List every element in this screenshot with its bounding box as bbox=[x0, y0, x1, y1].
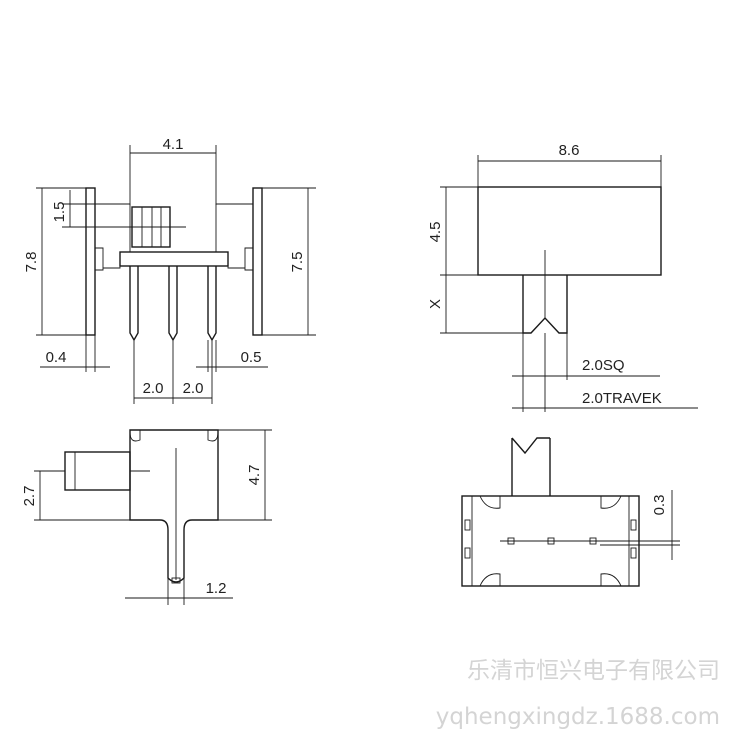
right-frame-notch bbox=[244, 247, 253, 271]
left-frame-notch bbox=[95, 247, 104, 271]
corner-notch bbox=[129, 429, 141, 442]
left-frame-leg bbox=[85, 187, 96, 336]
pin bbox=[168, 266, 178, 342]
pad bbox=[589, 537, 597, 545]
pad bbox=[507, 537, 515, 545]
dim-body-height: 4.5 bbox=[427, 222, 444, 243]
corner-notch bbox=[207, 429, 219, 442]
dim-height-left: 7.8 bbox=[23, 252, 40, 273]
dim-tab-height: 1.5 bbox=[51, 202, 68, 223]
bottom-actuator bbox=[511, 437, 551, 496]
switch-body-outline bbox=[477, 186, 662, 276]
pin-tip bbox=[171, 577, 181, 584]
corner-fillet bbox=[600, 573, 622, 587]
pad bbox=[547, 537, 555, 545]
corner-fillet bbox=[479, 573, 501, 587]
watermark-site: yqhengxingdz.1688.com bbox=[436, 704, 720, 730]
right-frame-leg bbox=[252, 187, 263, 336]
slot bbox=[464, 519, 471, 531]
dim-actuator-square: 2.0SQ bbox=[582, 357, 625, 374]
pin bbox=[129, 266, 139, 342]
dim-side-height: 4.7 bbox=[246, 465, 263, 486]
dim-pin-offset-left: 0.4 bbox=[46, 349, 67, 366]
dim-pin-width: 1.2 bbox=[206, 580, 227, 597]
dim-actuator-x: X bbox=[427, 299, 444, 309]
body-left bbox=[95, 203, 131, 269]
slot bbox=[630, 519, 637, 531]
top-view: 8.6 4.5 X 2.0SQ 2.0TRAVEK bbox=[427, 142, 698, 412]
side-view: 2.7 4.7 1.2 bbox=[21, 429, 272, 605]
slot bbox=[630, 547, 637, 559]
dim-actuator-side: 2.7 bbox=[21, 486, 38, 507]
dim-pitch-a: 2.0 bbox=[143, 380, 164, 397]
front-view: 4.1 7.8 1.5 7.5 0.4 0.5 2.0 2.0 bbox=[23, 136, 316, 404]
slot bbox=[464, 547, 471, 559]
dim-body-length: 8.6 bbox=[559, 142, 580, 159]
bottom-view: 0.3 bbox=[461, 437, 680, 587]
dim-height-right: 7.5 bbox=[289, 252, 306, 273]
pin bbox=[207, 266, 217, 342]
corner-fillet bbox=[479, 495, 501, 509]
dim-actuator-travel: 2.0TRAVEK bbox=[582, 390, 662, 407]
watermark-company: 乐清市恒兴电子有限公司 bbox=[467, 658, 720, 684]
dim-pin-offset-right: 0.5 bbox=[241, 349, 262, 366]
dim-bottom-offset: 0.3 bbox=[651, 495, 668, 516]
dim-pitch-b: 2.0 bbox=[183, 380, 204, 397]
body-right bbox=[215, 203, 253, 269]
side-body-outline bbox=[129, 429, 219, 583]
corner-fillet bbox=[600, 495, 622, 509]
body-base bbox=[119, 251, 229, 267]
dim-width-top: 4.1 bbox=[163, 136, 184, 153]
